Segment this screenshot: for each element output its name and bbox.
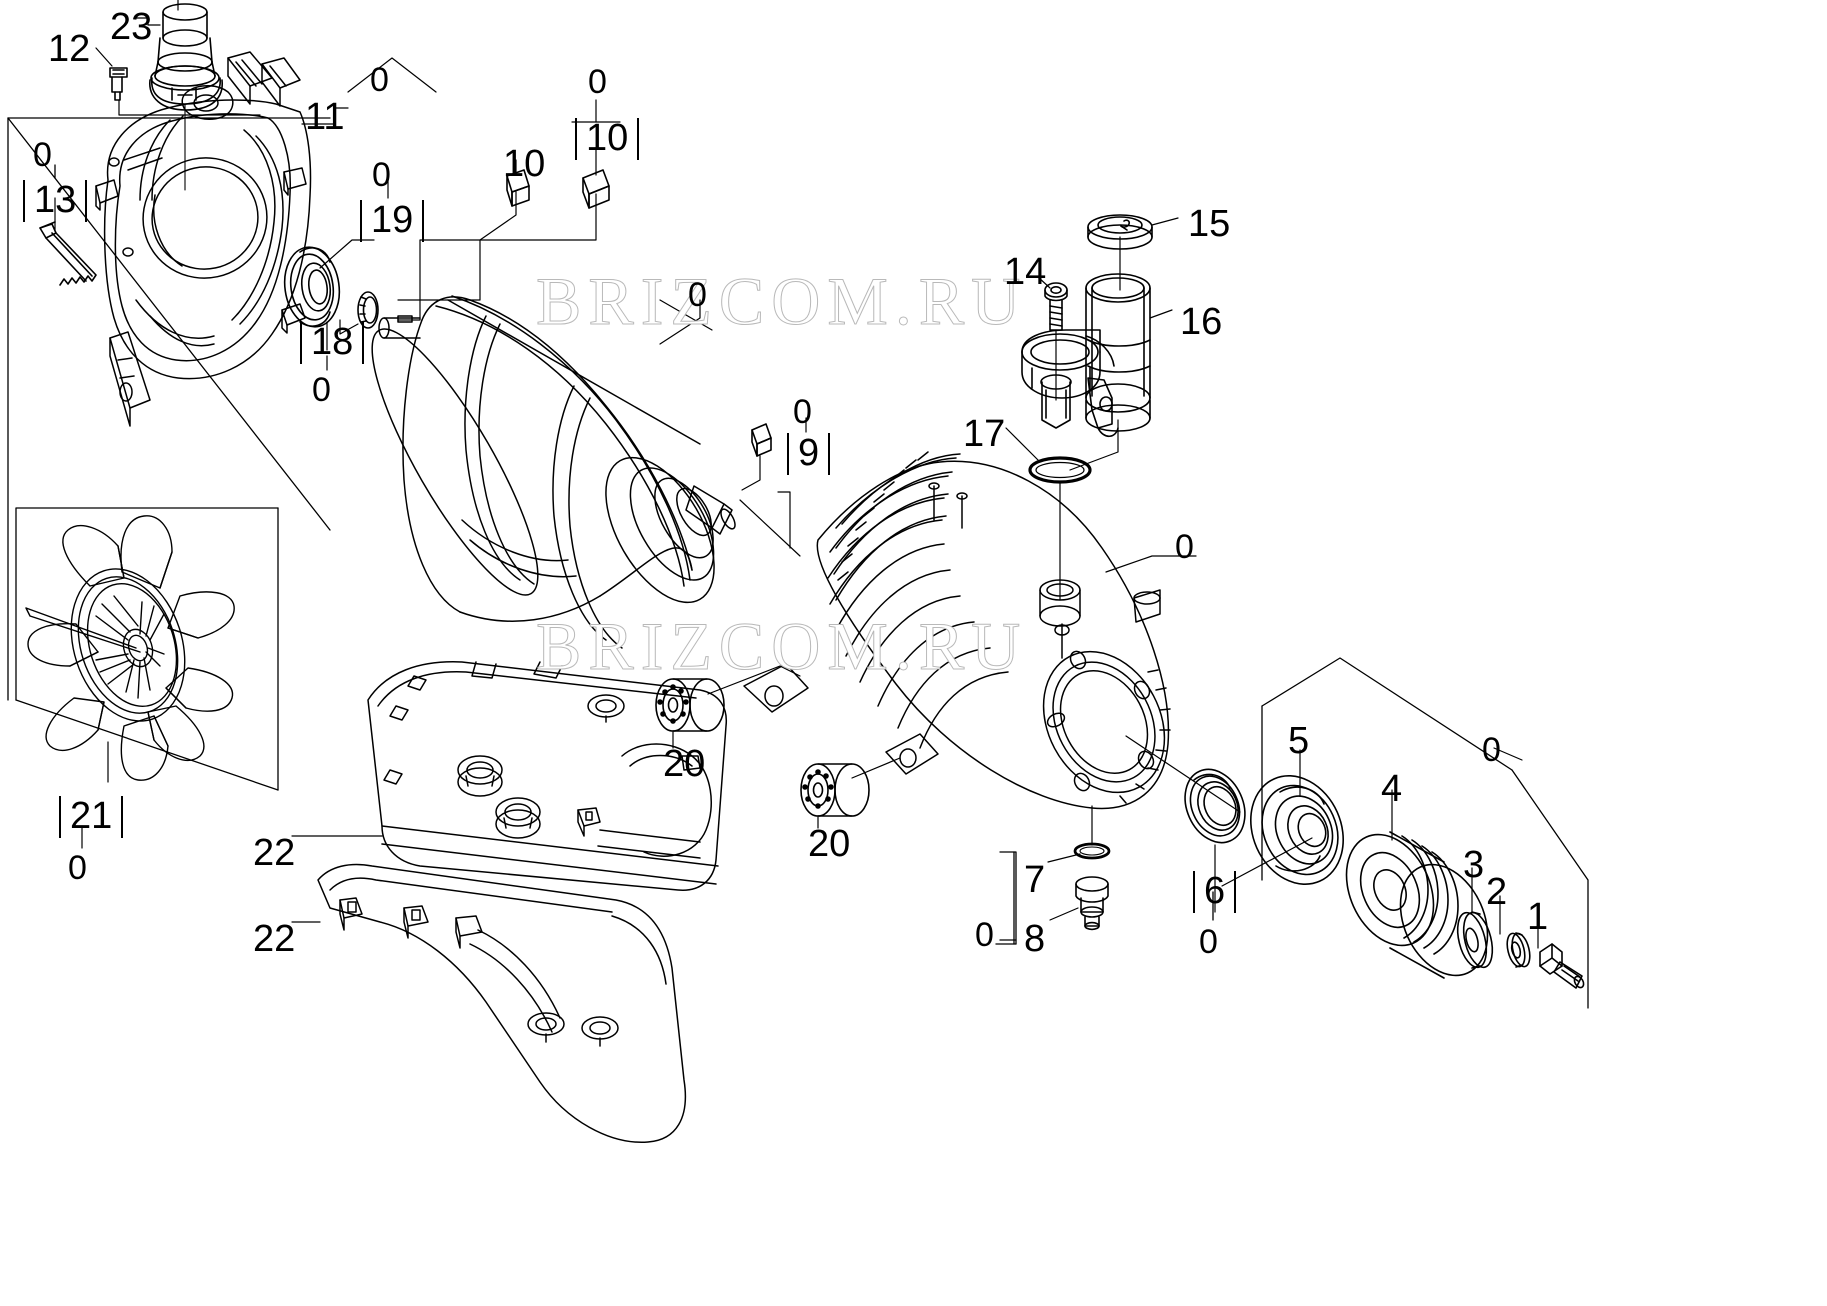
callout-7: 7 [1024,859,1046,901]
callout-6: 6 [1193,871,1237,913]
callout-11: 11 [305,96,345,138]
filter-head-body [1021,329,1119,438]
callout-10-boxed: 10 [575,118,640,160]
part-10-key-a [506,169,530,207]
callout-5: 5 [1288,720,1310,762]
part-12-set-screw [109,67,128,101]
callout-0-i: 0 [68,849,87,887]
callout-15: 15 [1188,203,1231,245]
part-0-rotor-assembly [371,295,736,649]
callout-13: 13 [23,180,88,222]
callout-3: 3 [1463,844,1485,886]
callout-14: 14 [1004,251,1047,293]
callout-0-b: 0 [588,63,607,101]
callout-16: 16 [1180,301,1223,343]
part-1-hex-bolt [1539,943,1585,989]
part-11-front-end-housing [95,51,312,427]
part-21-cooling-fan [25,515,235,781]
part-18-retaining-ring [357,291,379,329]
part-20-bushing-a [655,678,725,732]
callout-0-e: 0 [312,371,331,409]
callout-0-c: 0 [33,136,52,174]
callout-22-b: 22 [253,918,296,960]
part-2-lock-washer [1506,932,1531,968]
callout-8: 8 [1024,918,1046,960]
callout-10: 10 [503,143,546,185]
part-3-flat-washer [1456,911,1494,969]
callout-0-f: 0 [688,276,707,314]
part-23-breather-fitting [149,3,223,111]
part-22-fan-shroud-lower [317,863,686,1143]
callout-19: 19 [360,200,425,242]
callout-23: 23 [110,6,153,48]
callout-20-a: 20 [663,743,706,785]
callout-9: 9 [787,433,831,475]
part-20-bushing-b [800,763,870,817]
callout-17: 17 [963,413,1006,455]
callout-0-l: 0 [1199,923,1218,961]
callout-12: 12 [48,28,91,70]
part-22-fan-shroud-upper [367,661,728,891]
part-5-ball-bearing [1249,775,1345,885]
callout-0-k: 0 [975,916,994,954]
callout-0-h: 0 [1175,528,1194,566]
callout-0-g: 0 [793,393,812,431]
part-9-key [751,423,772,457]
callout-22-a: 22 [253,832,296,874]
callout-2: 2 [1486,871,1508,913]
part-14-filter-screw [1044,282,1068,331]
part-16-filter-canister [1085,273,1151,432]
callout-0-d: 0 [372,156,391,194]
callout-1: 1 [1527,896,1549,938]
callout-20-b: 20 [808,823,851,865]
part-19-bearing-front [283,246,341,328]
part-13-through-bolt [39,221,97,286]
callout-21: 21 [59,796,124,838]
callout-4: 4 [1381,768,1403,810]
part-4-drive-pulley [1345,831,1489,979]
callout-18: 18 [300,322,365,364]
callout-0-j: 0 [1482,731,1501,769]
part-8-drain-plug [1075,876,1109,931]
callout-0-a: 0 [370,61,389,99]
part-6-shaft-seal [1184,768,1246,844]
part-0-finned-housing [743,451,1171,810]
group-bracket-13 [7,117,331,701]
